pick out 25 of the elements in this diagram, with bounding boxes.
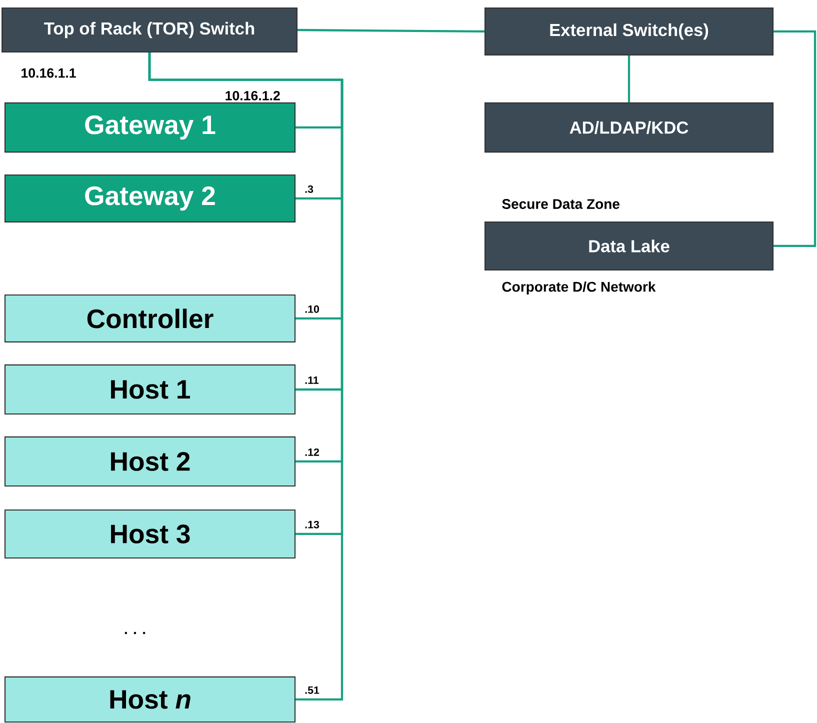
- host-box: Host 3: [4, 509, 296, 559]
- connector-line: [298, 28, 484, 33]
- section-label: Secure Data Zone: [502, 199, 620, 209]
- connector-line: [148, 52, 344, 701]
- host-box: Host n: [4, 676, 296, 723]
- gateway-box: Gateway 1: [4, 102, 296, 153]
- host-box: Controller: [4, 294, 296, 342]
- edge-label: .3: [303, 184, 315, 194]
- connector-line: [774, 30, 816, 248]
- gateway-box: Gateway 2: [4, 174, 296, 222]
- switch-box: Data Lake: [484, 221, 774, 271]
- edge-label: .11: [303, 375, 320, 386]
- edge-label: .12: [303, 447, 321, 458]
- edge-label: .13: [303, 520, 321, 530]
- address-label: 10.16.1.1: [22, 68, 76, 78]
- connector-line: [628, 56, 630, 102]
- edge-label: .51: [303, 685, 321, 696]
- host-box: Host 1: [4, 364, 296, 415]
- switch-box: External Switch(es): [484, 8, 774, 56]
- edge-label: 10.16.1.2: [223, 90, 282, 102]
- switch-box: Top of Rack (TOR) Switch: [2, 7, 298, 53]
- edge-label: .10: [303, 304, 321, 314]
- host-box: Host 2: [4, 436, 296, 487]
- ellipsis-label: . . .: [124, 632, 146, 634]
- switch-box: AD/LDAP/KDC: [484, 102, 774, 153]
